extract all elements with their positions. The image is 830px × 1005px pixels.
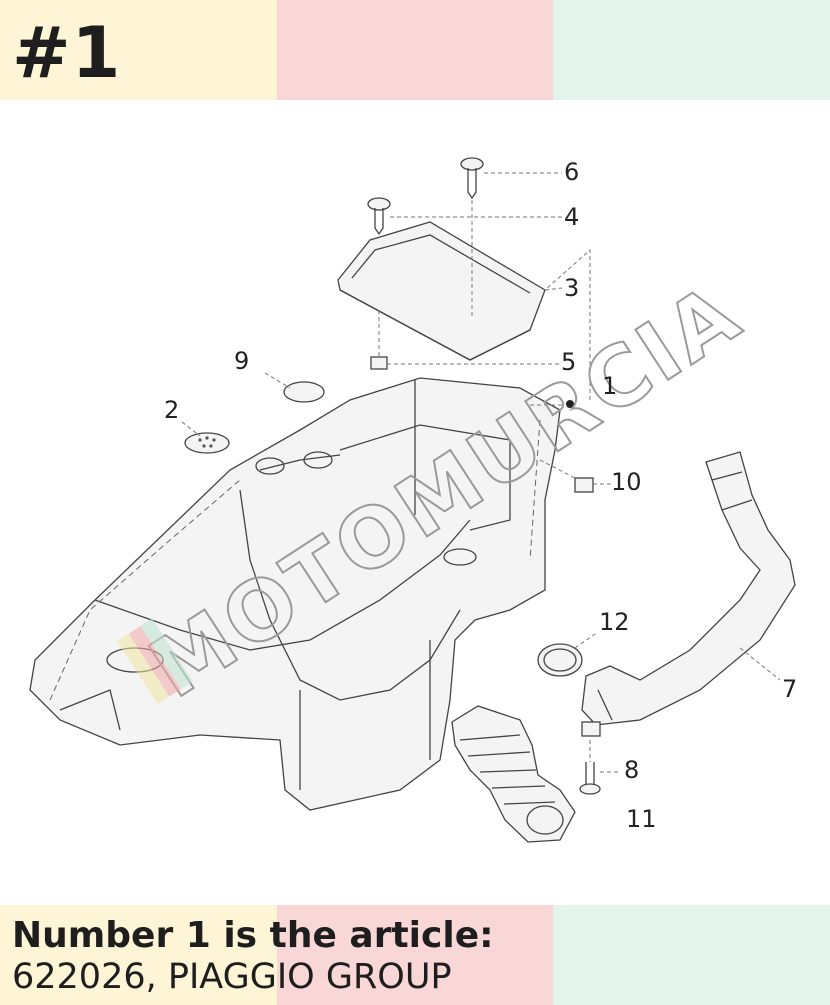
footer-color-band: [0, 905, 830, 1005]
grommet-2: [184, 432, 230, 454]
clip-5: [370, 356, 388, 370]
screw-6: [460, 157, 484, 200]
intake-bellows-11: [451, 705, 576, 843]
callout-dot: [566, 400, 574, 408]
band-yellow: [0, 905, 277, 1005]
callout-8: 8: [624, 756, 639, 784]
storage-compartment-body: [29, 377, 561, 811]
band-mint: [553, 905, 830, 1005]
callout-5: 5: [561, 348, 576, 376]
plug-9: [283, 381, 325, 403]
callout-6: 6: [564, 158, 579, 186]
air-duct-7: [581, 451, 796, 737]
hose-clamp-12: [537, 643, 583, 677]
battery-cover: [337, 221, 546, 361]
header-color-band: [0, 0, 830, 100]
clip-10: [574, 477, 594, 493]
callout-2: 2: [164, 396, 179, 424]
band-mint: [553, 0, 830, 100]
leader-lines: [181, 172, 781, 773]
callout-1: 1: [602, 372, 617, 400]
exploded-parts-diagram: MOTOMURCIA 1 2 3 4 5 6 7 8 9 10 11 12: [29, 157, 797, 843]
callout-3: 3: [564, 274, 579, 302]
band-yellow: [0, 0, 277, 100]
watermark-color-patch: [116, 618, 193, 705]
caption-heading: Number 1 is the article:: [12, 915, 494, 956]
callout-4: 4: [564, 203, 579, 231]
callout-11: 11: [626, 805, 657, 833]
screw-4: [367, 197, 391, 236]
callout-12: 12: [599, 608, 630, 636]
screw-8: [579, 762, 601, 795]
caption-article: 622026, PIAGGIO GROUP: [12, 957, 452, 997]
band-pink: [277, 905, 553, 1005]
band-pink: [277, 0, 553, 100]
callout-9: 9: [234, 347, 249, 375]
item-number-title: #1: [12, 12, 122, 94]
callout-10: 10: [611, 468, 642, 496]
callout-7: 7: [782, 675, 797, 703]
